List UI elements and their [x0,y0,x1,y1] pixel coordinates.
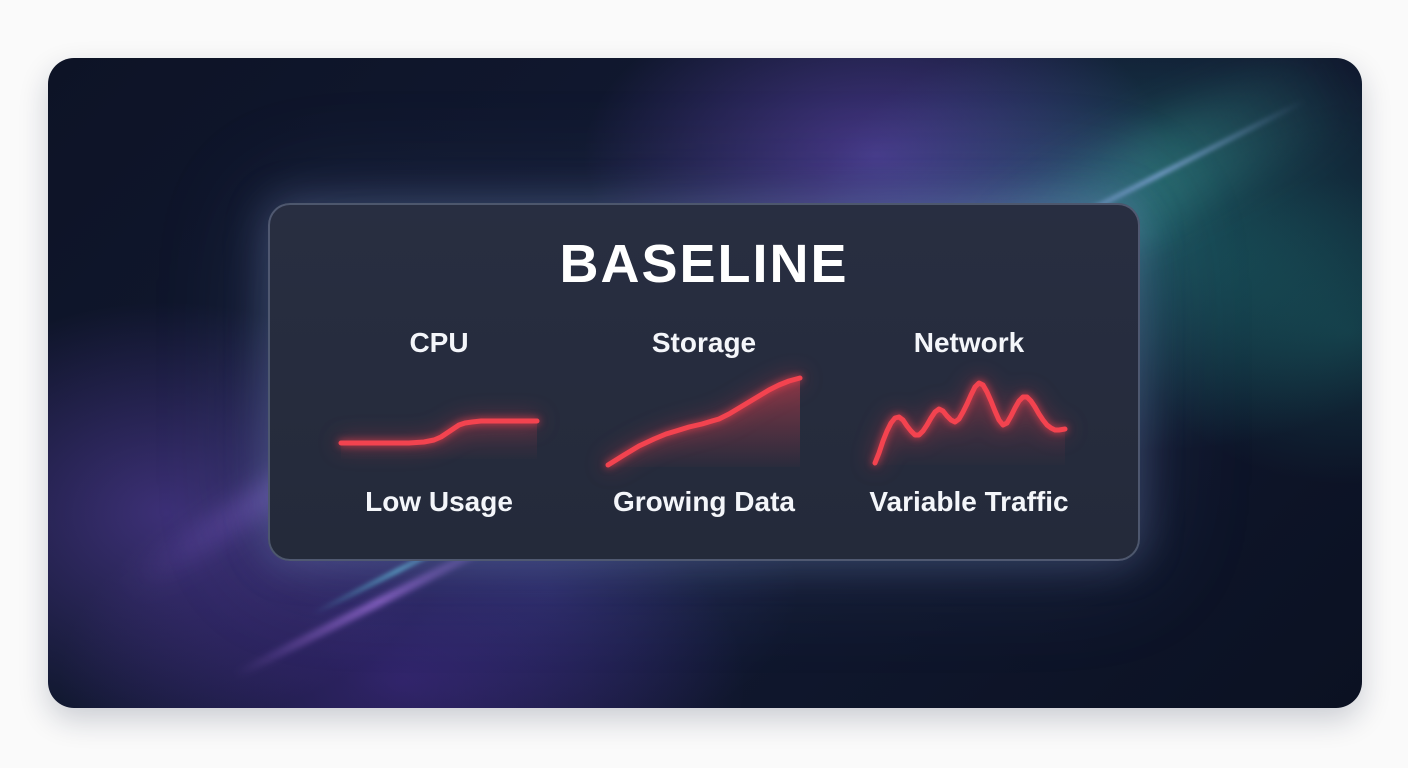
cpu-sparkline-line [338,418,540,446]
metric-column-storage: Storage Growing Data [584,327,824,518]
metric-column-cpu: CPU Low Usage [319,327,559,518]
metric-caption-network: Variable Traffic [869,486,1069,517]
metric-column-network: Network Variable Traffic [849,327,1089,518]
storage-sparkline-line [605,375,803,468]
backdrop-card: BASELINE CPU Low Usage Storage Gro [48,58,1362,708]
network-sparkline-fill [875,383,1065,465]
metrics-row: CPU Low Usage Storage Growing Data [319,327,1089,518]
network-sparkline-chart [872,380,1068,466]
storage-sparkline-chart [605,375,803,468]
panel-title: BASELINE [559,234,849,294]
cpu-sparkline-chart [338,418,540,459]
metric-caption-cpu: Low Usage [365,486,513,517]
network-sparkline-line [872,380,1068,466]
baseline-panel: BASELINE CPU Low Usage Storage Gro [268,203,1140,561]
metric-label-network: Network [913,327,1025,358]
metric-label-storage: Storage [651,327,757,358]
metric-label-cpu: CPU [409,327,469,358]
metric-caption-storage: Growing Data [612,486,795,517]
